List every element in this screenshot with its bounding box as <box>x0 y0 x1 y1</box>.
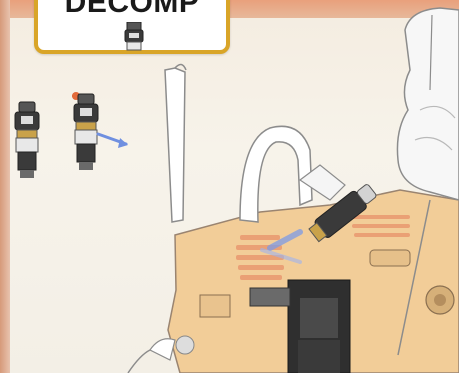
decompression-valve-icon <box>123 22 145 52</box>
decompression-valve-open-icon <box>64 90 134 182</box>
decompression-valve-closed-icon <box>10 100 44 180</box>
decomp-label-box: DECOMP <box>34 0 230 54</box>
decomp-label-text: DECOMP <box>38 0 226 18</box>
